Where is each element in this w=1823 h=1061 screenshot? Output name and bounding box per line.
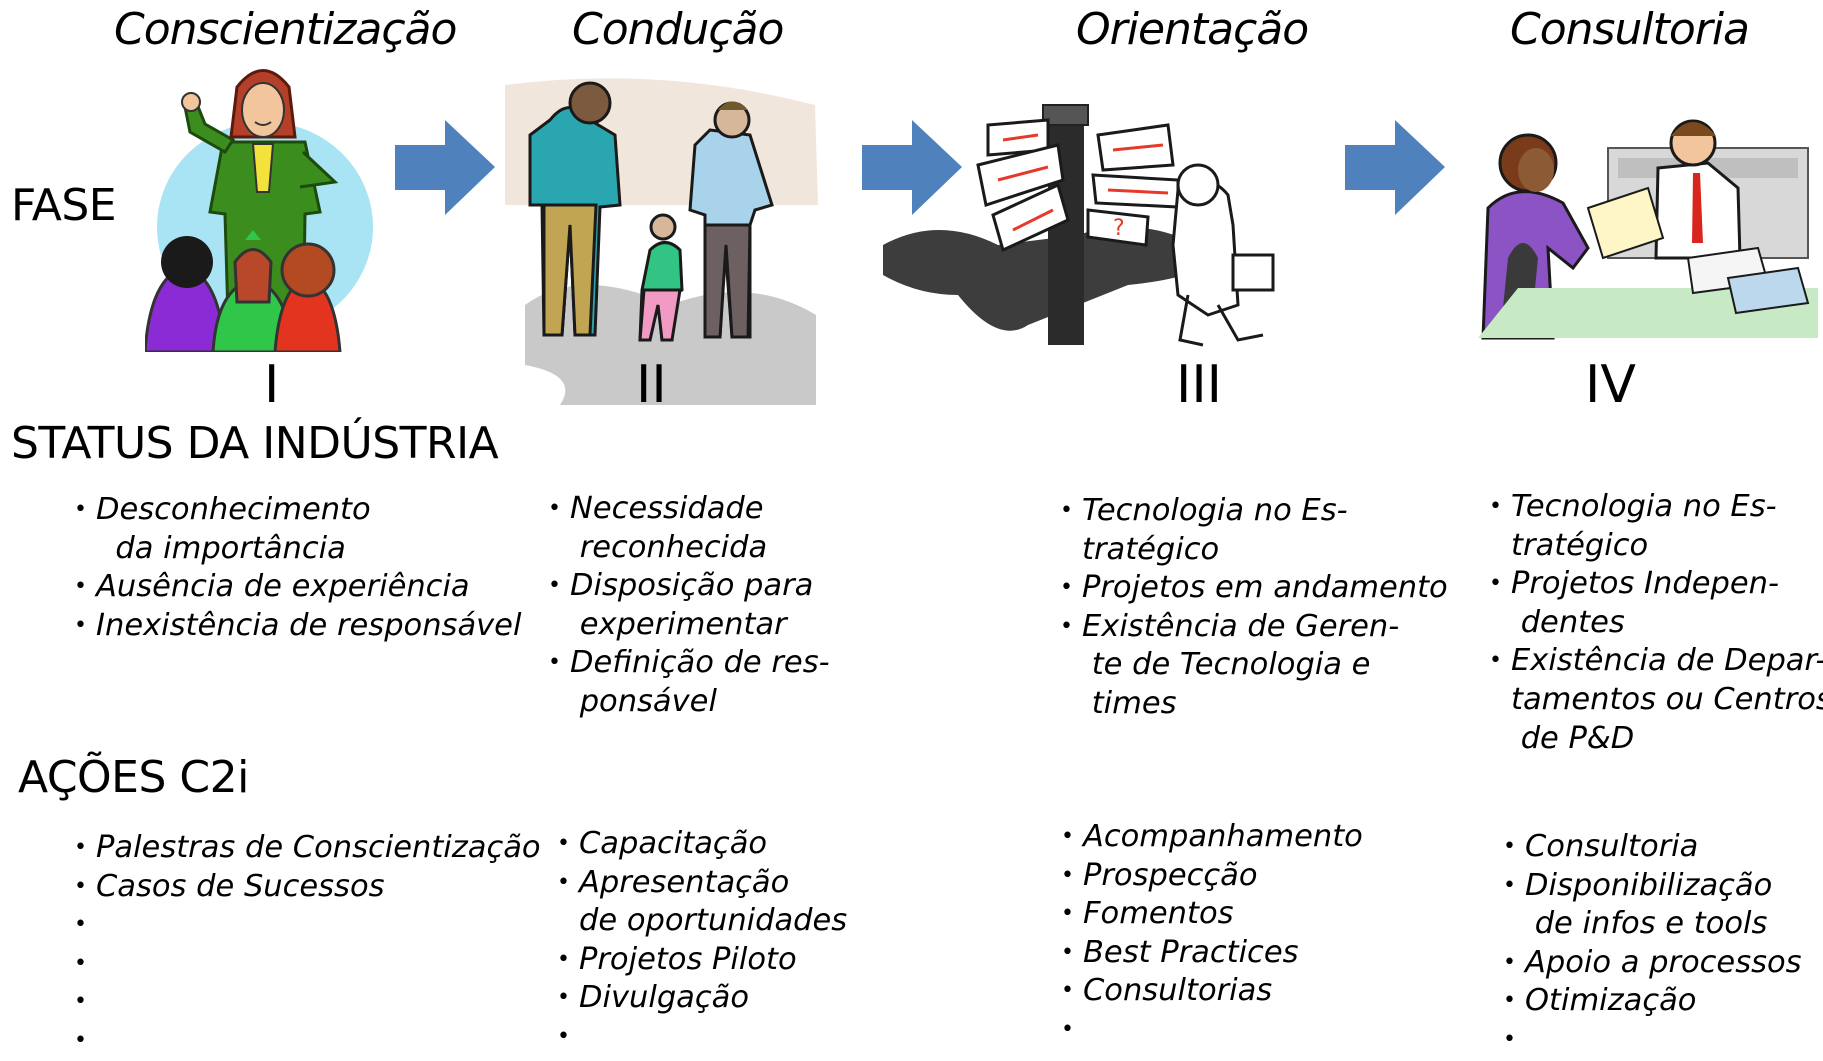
phase-numeral-i: I (264, 355, 280, 415)
status-list-phase-1: Desconhecimento da importância Ausência … (74, 491, 521, 645)
list-item: Desconhecimento (74, 491, 521, 530)
list-item: reconhecida (570, 529, 768, 565)
right-arrow-icon (1345, 120, 1445, 215)
list-item: Projetos em andamento (1060, 569, 1448, 608)
acoes-list-phase-3: Acompanhamento Prospecção Fomentos Best … (1061, 818, 1363, 1050)
right-arrow-icon (395, 120, 495, 215)
list-item: Ausência de experiência (74, 568, 521, 607)
list-item: experimentar (570, 606, 787, 642)
phase-title-consultoria: Consultoria (1510, 4, 1750, 55)
family-walking-illustration (505, 78, 818, 405)
list-item: Otimização (1503, 982, 1802, 1021)
phase-numeral-ii: II (636, 355, 667, 415)
list-item: Apoio a processos (1503, 944, 1802, 983)
list-item: tamentos ou Centros (1511, 681, 1823, 717)
list-item: de infos e tools (1525, 906, 1768, 942)
list-item: ponsável (570, 683, 717, 719)
list-item: Casos de Sucessos (74, 868, 541, 907)
phase-title-conscientizacao: Conscientização (114, 4, 457, 55)
acoes-list-phase-4: Consultoria Disponibilização de infos e … (1503, 828, 1802, 1060)
list-item: Palestras de Conscientização (74, 829, 541, 868)
phase-title-conducao: Condução (572, 4, 784, 55)
phase-title-orientacao: Orientação (1076, 4, 1309, 55)
status-list-phase-2: Necessidade reconhecida Disposição para … (548, 490, 830, 722)
list-item: Fomentos (1061, 895, 1363, 934)
list-item: Apresentação (557, 864, 847, 903)
list-item: Disposição para (548, 567, 830, 606)
list-item: Necessidade (548, 490, 830, 529)
acoes-list-phase-1: Palestras de Conscientização Casos de Su… (74, 829, 541, 1061)
list-item: da importância (96, 530, 346, 566)
list-item: Prospecção (1061, 857, 1363, 896)
list-item: Projetos Piloto (557, 941, 847, 980)
list-item: Divulgação (557, 979, 847, 1018)
list-item (74, 906, 541, 945)
list-item: Existência de Geren- (1060, 608, 1448, 647)
signpost-confused-man-illustration: ? (883, 104, 1275, 347)
customer-service-counter-illustration (1478, 119, 1818, 340)
list-item: de oportunidades (579, 903, 848, 939)
list-item (1061, 1011, 1363, 1050)
list-item: Existência de Depar- (1489, 642, 1823, 681)
acoes-list-phase-2: Capacitação Apresentação de oportunidade… (557, 825, 847, 1057)
status-list-phase-3: Tecnologia no Es- tratégico Projetos em … (1060, 492, 1448, 724)
list-item: Projetos Indepen- (1489, 565, 1823, 604)
list-item: dentes (1511, 604, 1625, 640)
list-item: tratégico (1082, 531, 1220, 567)
list-item (557, 1018, 847, 1057)
list-item (1503, 1021, 1802, 1060)
label-fase: FASE (11, 180, 117, 231)
list-item: Definição de res- (548, 644, 830, 683)
svg-text:?: ? (1113, 216, 1125, 241)
right-arrow-icon (862, 120, 962, 215)
list-item: Tecnologia no Es- (1489, 488, 1823, 527)
list-item: Tecnologia no Es- (1060, 492, 1448, 531)
list-item: Best Practices (1061, 934, 1363, 973)
phase-numeral-iii: III (1176, 355, 1223, 415)
teacher-with-children-illustration (145, 69, 373, 352)
label-status-industria: STATUS DA INDÚSTRIA (11, 418, 499, 469)
list-item: times (1082, 685, 1177, 721)
list-item: tratégico (1511, 527, 1649, 563)
list-item (74, 1022, 541, 1061)
list-item: Disponibilização (1503, 867, 1802, 906)
phase-numeral-iv: IV (1585, 355, 1636, 415)
list-item: Capacitação (557, 825, 847, 864)
list-item: Inexistência de responsável (74, 607, 521, 646)
list-item: te de Tecnologia e (1082, 647, 1371, 683)
list-item: Acompanhamento (1061, 818, 1363, 857)
label-acoes-c2i: AÇÕES C2i (18, 752, 249, 803)
status-list-phase-4: Tecnologia no Es- tratégico Projetos Ind… (1489, 488, 1823, 758)
list-item: Consultorias (1061, 972, 1363, 1011)
list-item (74, 945, 541, 984)
list-item: de P&D (1511, 720, 1635, 756)
list-item (74, 983, 541, 1022)
list-item: Consultoria (1503, 828, 1802, 867)
